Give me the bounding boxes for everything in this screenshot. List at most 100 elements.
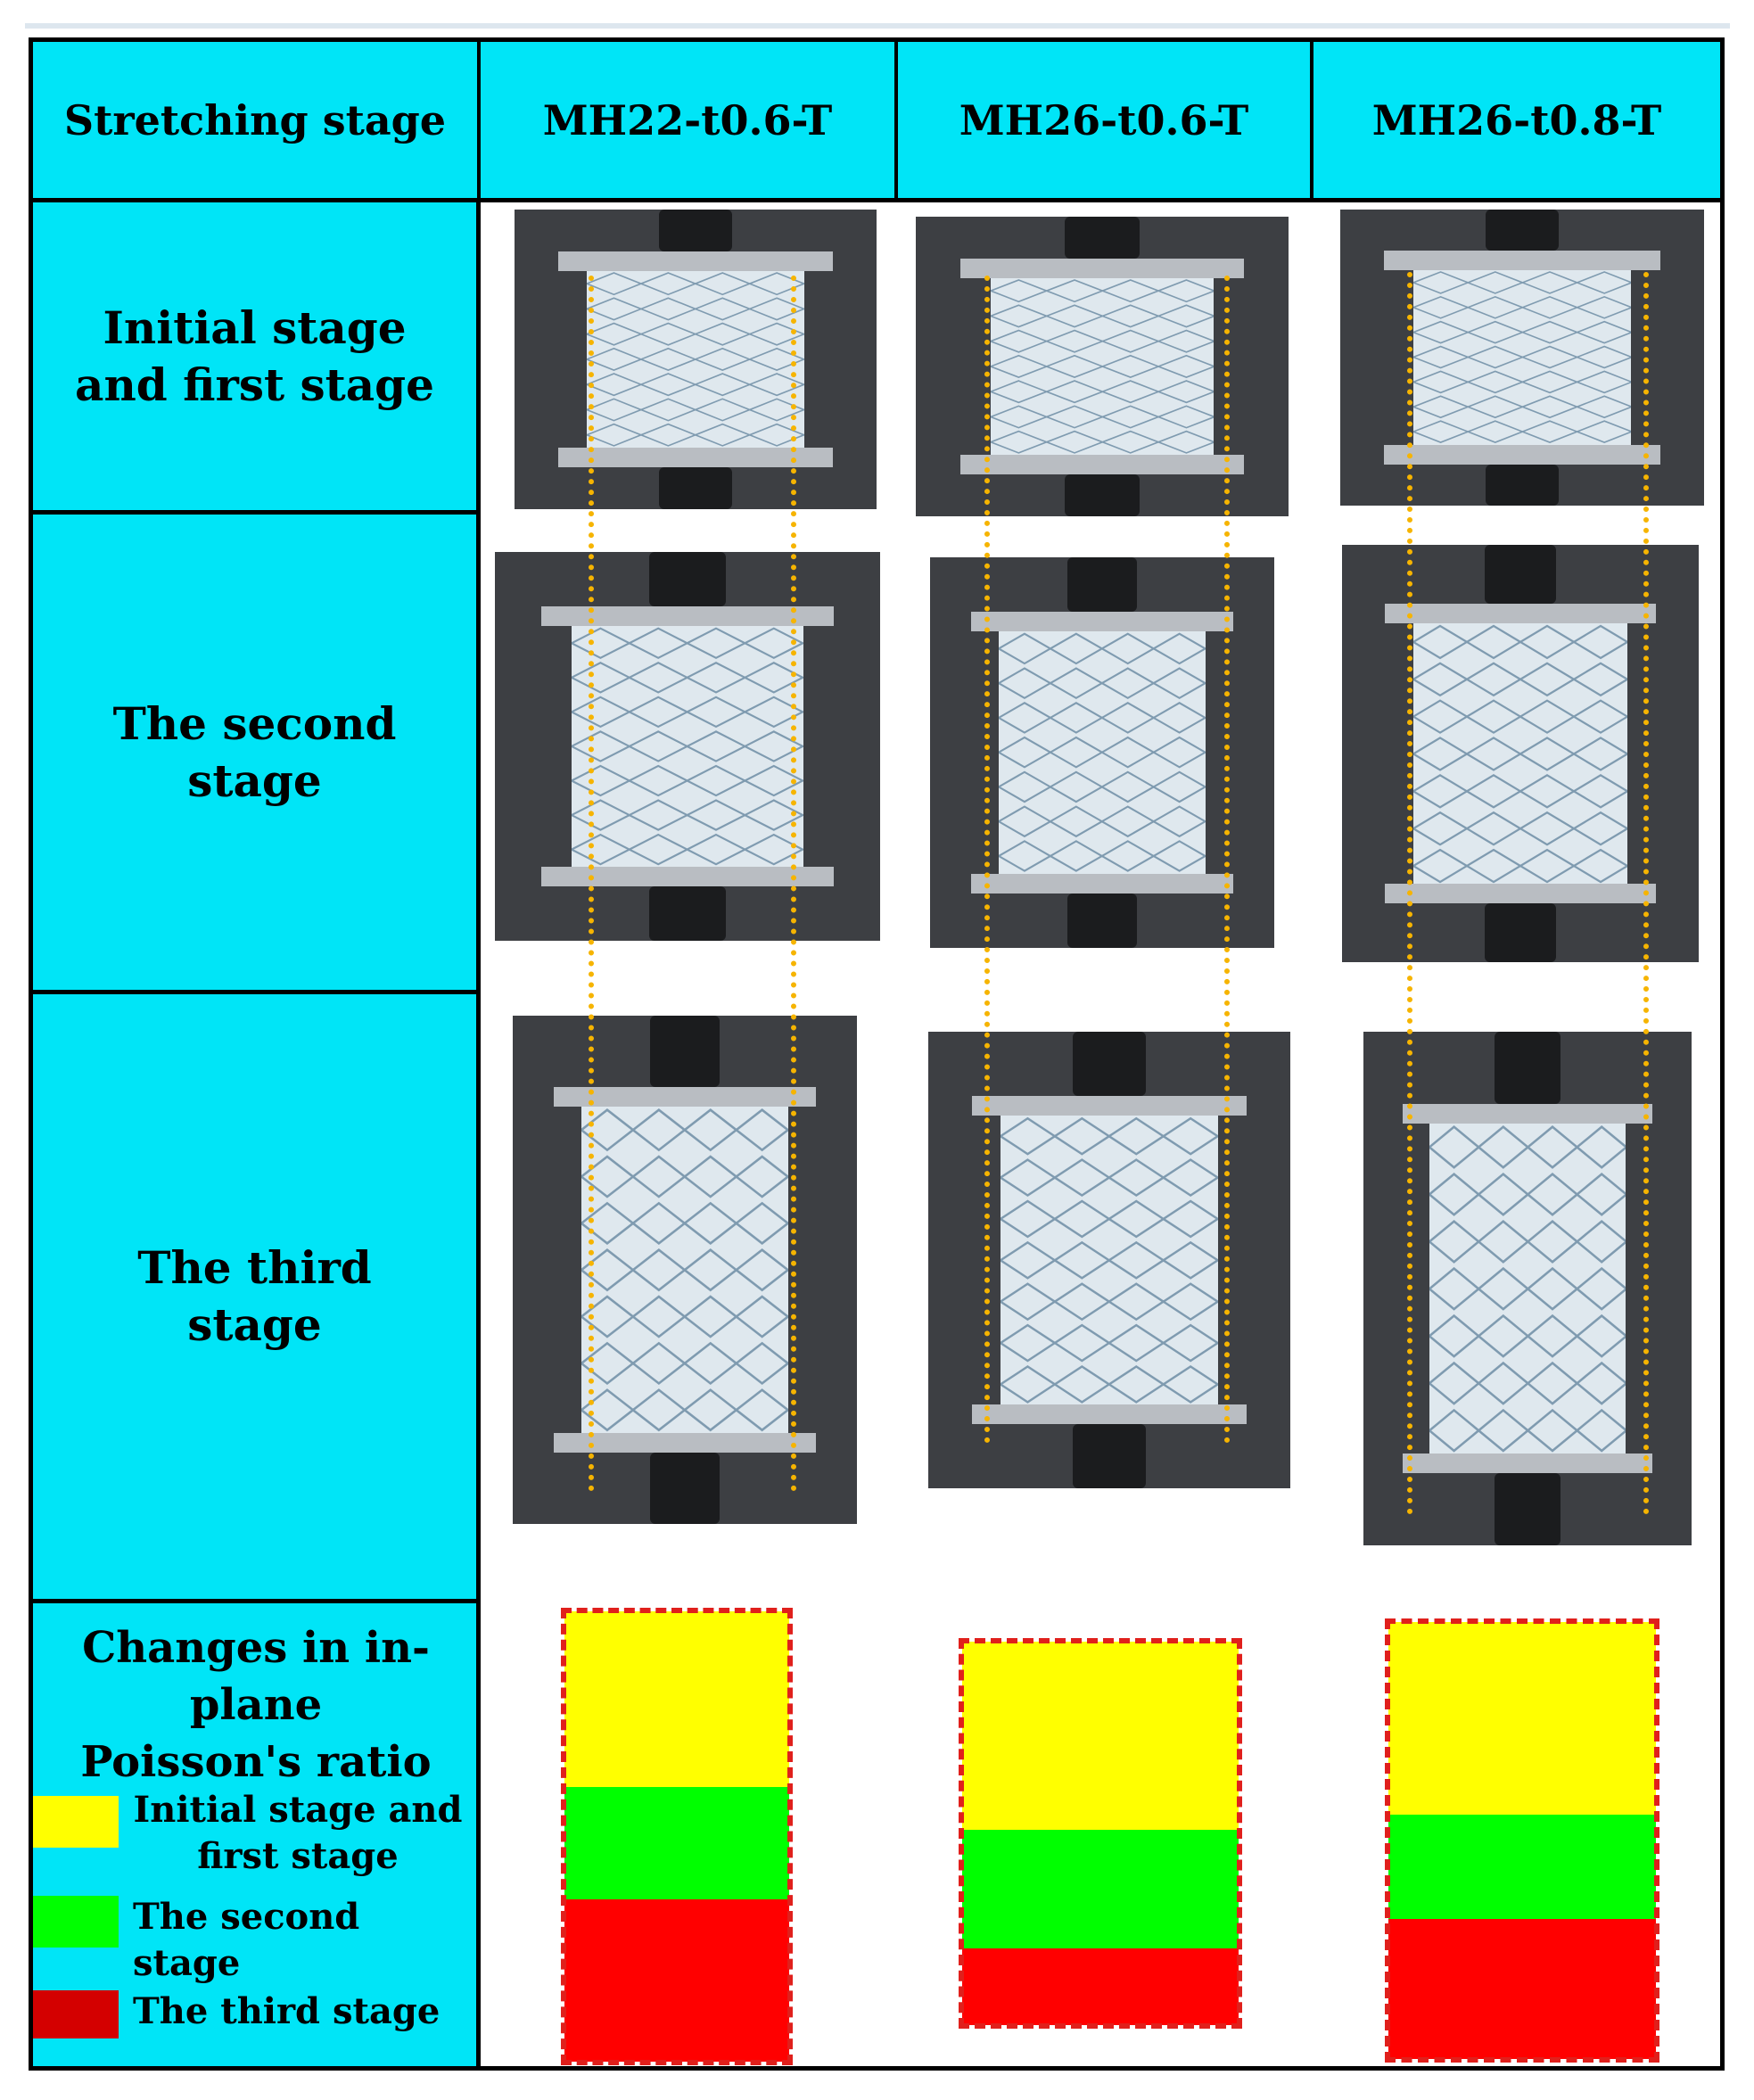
honeycomb-cell bbox=[1161, 1323, 1218, 1363]
honeycomb-cell bbox=[1099, 667, 1156, 700]
row-label-second: The second stage bbox=[33, 515, 481, 994]
honeycomb-cell bbox=[990, 329, 1049, 353]
honeycomb-cell bbox=[627, 730, 690, 762]
stage3-segment bbox=[564, 1899, 789, 2062]
lower-clamp bbox=[960, 454, 1244, 474]
honeycomb-cell bbox=[1575, 1172, 1626, 1216]
honeycomb-cell bbox=[1525, 1172, 1579, 1216]
honeycomb-cell bbox=[1429, 1124, 1480, 1169]
honeycomb-cell bbox=[630, 1295, 688, 1338]
honeycomb-cell bbox=[1476, 1361, 1529, 1405]
dashed-outline bbox=[959, 1638, 1242, 2029]
upper-clamp bbox=[540, 606, 835, 627]
honeycomb-cell bbox=[693, 398, 753, 422]
honeycomb-pattern bbox=[1001, 1116, 1218, 1404]
honeycomb-cell bbox=[693, 347, 753, 372]
tensile-photo-mh26-t08-second bbox=[1342, 545, 1699, 962]
honeycomb-cell bbox=[1575, 1361, 1626, 1405]
honeycomb-cell bbox=[1099, 770, 1156, 803]
honeycomb-cell bbox=[1571, 773, 1627, 809]
poisson-bar-mh22-t06 bbox=[561, 1608, 793, 2065]
honeycomb-cell bbox=[1429, 1266, 1480, 1311]
honeycomb-cell bbox=[1156, 304, 1215, 328]
stage2-segment bbox=[1388, 1814, 1656, 1920]
poisson-legend-cell: Changes in in-plane Poisson's ratio Init… bbox=[33, 1603, 481, 2066]
honeycomb-specimen bbox=[581, 1106, 788, 1434]
lower-grip bbox=[1486, 464, 1559, 506]
honeycomb-cell bbox=[1099, 304, 1160, 328]
honeycomb-cell bbox=[743, 696, 803, 729]
honeycomb-cell bbox=[1099, 405, 1160, 429]
honeycomb-cell bbox=[1048, 770, 1105, 803]
lower-grip bbox=[650, 1453, 720, 1524]
honeycomb-pattern bbox=[1429, 1124, 1626, 1453]
honeycomb-cell bbox=[1525, 1361, 1579, 1405]
stage2-segment bbox=[962, 1829, 1239, 1948]
stage3-segment bbox=[1388, 1919, 1656, 2059]
upper-clamp bbox=[960, 259, 1244, 279]
honeycomb-cell bbox=[1464, 736, 1523, 771]
upper-grip bbox=[659, 210, 732, 252]
honeycomb-cell bbox=[572, 799, 632, 831]
honeycomb-cell bbox=[1519, 296, 1579, 320]
upper-grip bbox=[1486, 210, 1559, 251]
honeycomb-cell bbox=[685, 799, 748, 831]
row-label-third: The third stage bbox=[33, 994, 481, 1603]
honeycomb-cell bbox=[587, 297, 644, 321]
honeycomb-specimen bbox=[990, 278, 1215, 455]
honeycomb-cell bbox=[1156, 354, 1215, 379]
honeycomb-cell bbox=[1525, 1314, 1579, 1358]
honeycomb-cell bbox=[1107, 1116, 1166, 1156]
honeycomb-cell bbox=[1575, 1408, 1626, 1453]
honeycomb-cell bbox=[1001, 1157, 1058, 1197]
header-specimen-2-label: MH26-t0.6-T bbox=[959, 95, 1249, 144]
honeycomb-cell bbox=[1464, 848, 1523, 883]
honeycomb-cell bbox=[638, 322, 698, 346]
honeycomb-cell bbox=[1518, 698, 1577, 734]
honeycomb-cell bbox=[682, 1201, 738, 1245]
honeycomb-specimen bbox=[999, 631, 1206, 874]
honeycomb-cell bbox=[630, 1388, 688, 1432]
lower-grip bbox=[1485, 903, 1556, 962]
guide-line-mh26b-right bbox=[1643, 272, 1649, 1515]
tensile-photo-mh26-t06-initial bbox=[916, 217, 1289, 516]
honeycomb-cell bbox=[1048, 702, 1105, 735]
lower-clamp bbox=[1385, 884, 1656, 904]
honeycomb-cell bbox=[682, 1108, 738, 1152]
honeycomb-cell bbox=[638, 373, 698, 397]
honeycomb-cell bbox=[682, 1248, 738, 1292]
honeycomb-cell bbox=[1156, 430, 1215, 454]
honeycomb-cell bbox=[1099, 354, 1160, 379]
upper-grip bbox=[648, 552, 727, 607]
tensile-photo-mh26-t08-third bbox=[1363, 1032, 1692, 1545]
honeycomb-cell bbox=[990, 279, 1049, 303]
row-label-second-text: The second stage bbox=[112, 696, 397, 807]
honeycomb-cell bbox=[1161, 1199, 1218, 1238]
honeycomb-cell bbox=[1465, 370, 1525, 394]
lower-grip bbox=[1495, 1473, 1560, 1545]
honeycomb-cell bbox=[638, 347, 698, 372]
honeycomb-cell bbox=[1099, 632, 1156, 665]
honeycomb-cell bbox=[1044, 430, 1105, 454]
honeycomb-cell bbox=[638, 272, 698, 296]
lower-clamp bbox=[971, 1404, 1248, 1425]
honeycomb-cell bbox=[572, 833, 632, 866]
honeycomb-cell bbox=[734, 1108, 788, 1152]
header-specimen-1: MH22-t0.6-T bbox=[481, 42, 898, 202]
poisson-legend-title: Changes in in-plane Poisson's ratio bbox=[80, 1623, 432, 1787]
honeycomb-pattern bbox=[572, 627, 803, 866]
honeycomb-cell bbox=[1519, 321, 1579, 344]
lower-clamp bbox=[554, 1433, 816, 1454]
honeycomb-cell bbox=[682, 1341, 738, 1385]
honeycomb-cell bbox=[682, 1295, 738, 1338]
honeycomb-cell bbox=[1107, 1199, 1166, 1238]
honeycomb-cell bbox=[1574, 271, 1632, 295]
honeycomb-cell bbox=[1574, 346, 1632, 369]
header-stretching-stage-label: Stretching stage bbox=[63, 95, 447, 144]
honeycomb-cell bbox=[1151, 805, 1206, 838]
honeycomb-cell bbox=[990, 354, 1049, 379]
honeycomb-cell bbox=[685, 662, 748, 694]
honeycomb-specimen bbox=[1429, 1123, 1626, 1454]
honeycomb-cell bbox=[627, 696, 690, 729]
honeycomb-cell bbox=[1465, 395, 1525, 419]
